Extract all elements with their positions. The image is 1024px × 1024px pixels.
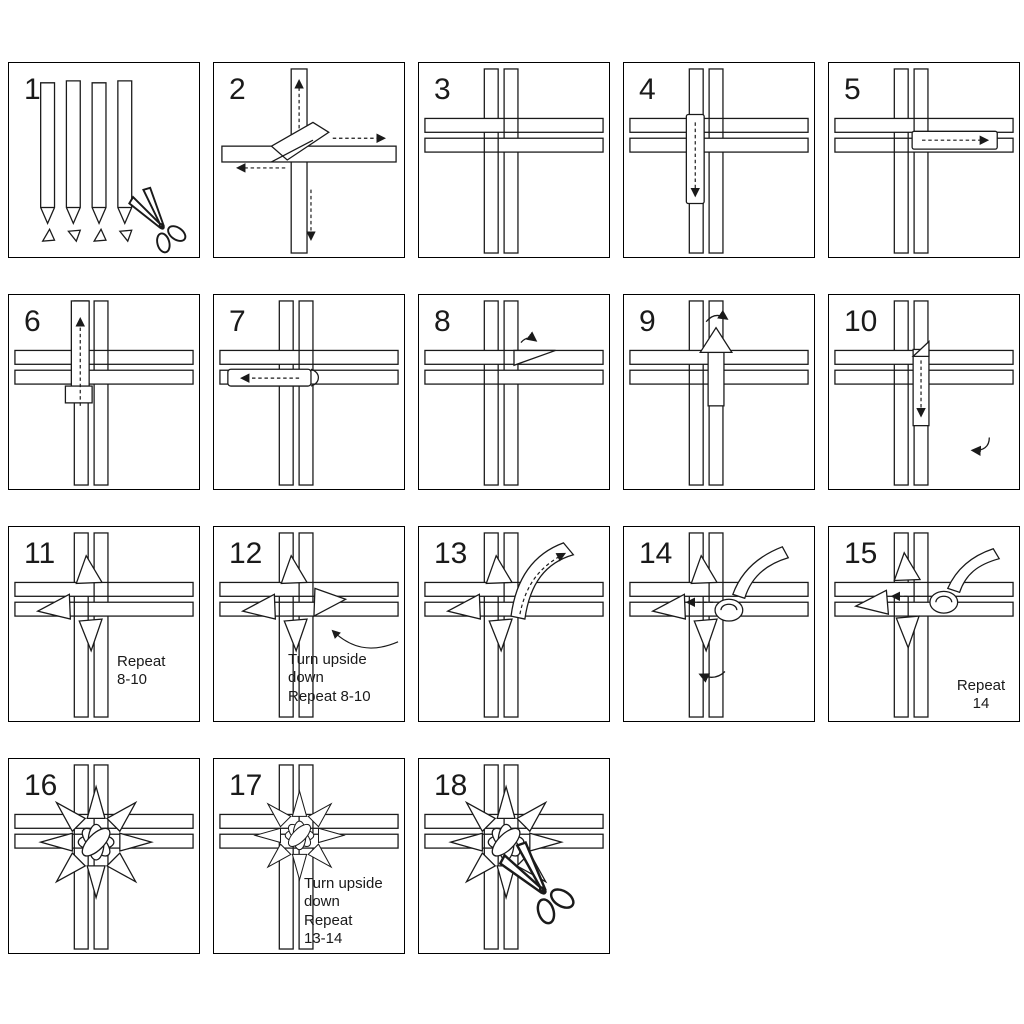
step-number: 7 <box>229 305 246 338</box>
step-2-diagram <box>221 68 397 254</box>
steps-grid: 1 2 <box>8 62 1020 954</box>
step-number: 2 <box>229 73 246 106</box>
step-number: 4 <box>639 73 656 106</box>
step-1-diagram <box>40 80 192 257</box>
step-number: 16 <box>24 769 58 802</box>
step-9-diagram <box>629 300 809 486</box>
step-number: 9 <box>639 305 656 338</box>
finished-star-icon <box>40 786 153 899</box>
step-panel-4: 4 <box>623 62 815 258</box>
step-note: Turn upside down Repeat 8-10 <box>288 651 371 705</box>
step-number: 12 <box>229 537 263 570</box>
step-number: 1 <box>24 73 41 106</box>
step-10-diagram <box>834 300 1014 486</box>
step-number: 18 <box>434 769 468 802</box>
fold-arrow-icon <box>520 331 538 343</box>
step-7-diagram <box>219 300 399 486</box>
step-number: 5 <box>844 73 861 106</box>
step-15-diagram <box>834 532 1014 718</box>
step-panel-17: 17 Turn upside down Repeat 13-14 <box>213 758 405 954</box>
step-panel-15: 15 Repeat 14 <box>828 526 1020 722</box>
step-panel-14: 14 <box>623 526 815 722</box>
step-11-diagram <box>14 532 194 718</box>
step-6-diagram <box>14 300 194 486</box>
step-number: 13 <box>434 537 468 570</box>
step-panel-12: 12 Turn upside down Repeat 8-10 <box>213 526 405 722</box>
rotate-arrow-icon <box>970 437 990 457</box>
step-5-diagram <box>834 68 1014 254</box>
step-panel-9: 9 <box>623 294 815 490</box>
step-number: 6 <box>24 305 41 338</box>
step-note: Turn upside down Repeat 13-14 <box>304 875 383 947</box>
step-panel-13: 13 <box>418 526 610 722</box>
step-panel-16: 16 <box>8 758 200 954</box>
step-number: 11 <box>24 537 56 570</box>
step-number: 14 <box>639 537 673 570</box>
step-panel-6: 6 <box>8 294 200 490</box>
step-panel-1: 1 <box>8 62 200 258</box>
step-panel-7: 7 <box>213 294 405 490</box>
step-number: 17 <box>229 769 263 802</box>
step-number: 15 <box>844 537 878 570</box>
star-icon <box>254 790 345 881</box>
turn-over-arrow-icon <box>331 629 399 649</box>
step-panel-10: 10 <box>828 294 1020 490</box>
curve-arrow-icon <box>519 552 567 615</box>
step-panel-3: 3 <box>418 62 610 258</box>
finished-star-icon <box>450 786 563 899</box>
step-14-diagram <box>629 532 809 718</box>
step-note: Repeat 14 <box>956 677 1006 713</box>
step-panel-5: 5 <box>828 62 1020 258</box>
step-13-diagram <box>424 532 604 718</box>
step-panel-2: 2 <box>213 62 405 258</box>
step-panel-18: 18 <box>418 758 610 954</box>
step-4-diagram <box>629 68 809 254</box>
fold-arrow-icon <box>705 309 729 323</box>
step-number: 8 <box>434 305 451 338</box>
step-8-diagram <box>424 300 604 486</box>
step-panel-11: 11 Repeat 8-10 <box>8 526 200 722</box>
step-note: Repeat 8-10 <box>117 653 166 689</box>
rotate-arrow-icon <box>698 671 726 683</box>
scissors-icon <box>123 182 192 257</box>
step-12-diagram <box>219 532 399 718</box>
step-number: 10 <box>844 305 878 338</box>
step-panel-8: 8 <box>418 294 610 490</box>
step-number: 3 <box>434 73 451 106</box>
